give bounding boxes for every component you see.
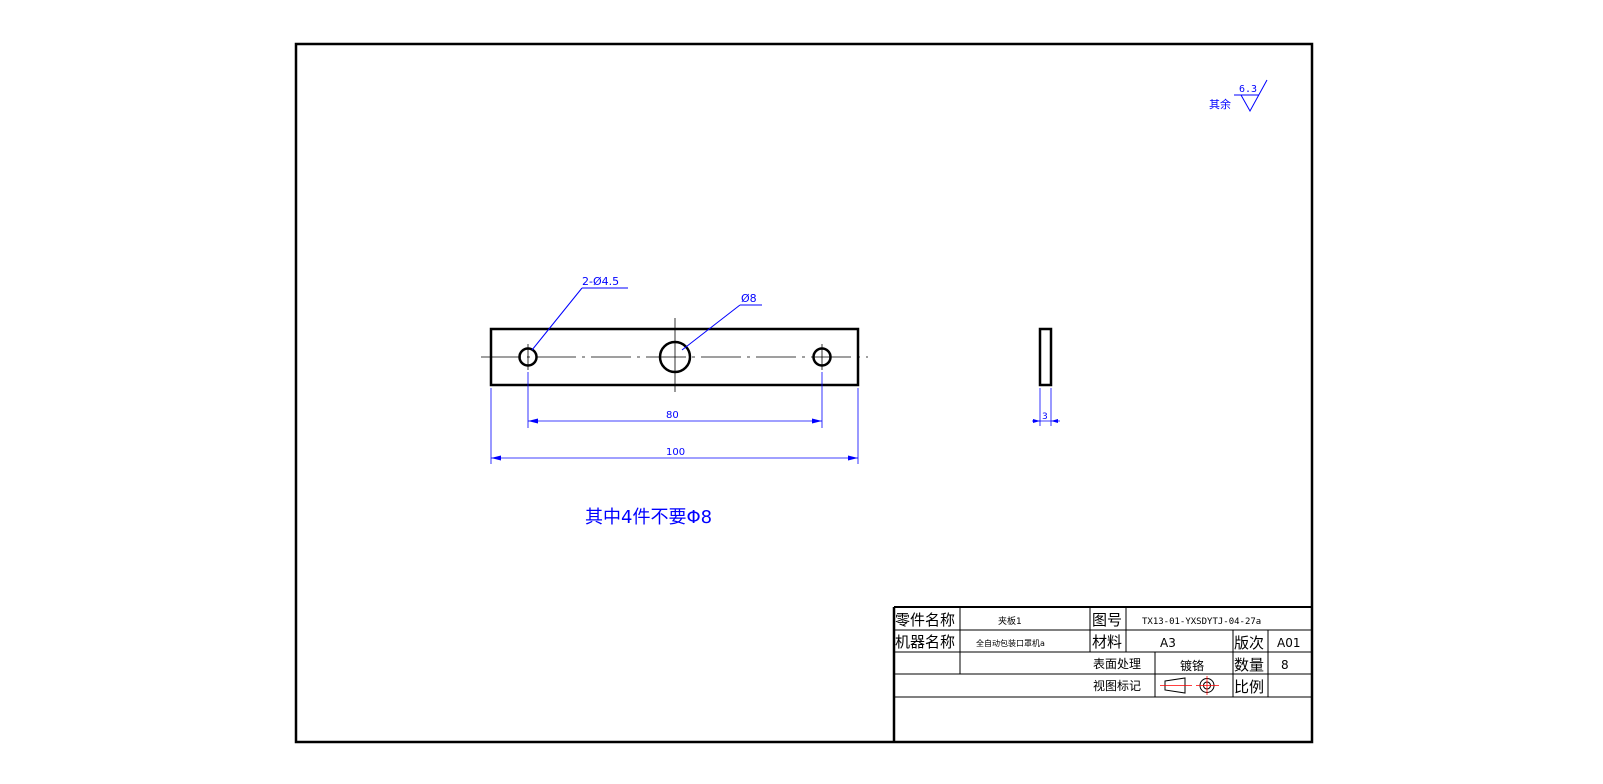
view-mark-label: 视图标记 [1093,678,1141,693]
drawing-no-label: 图号 [1092,611,1122,629]
side-view: 3 [1032,327,1060,426]
drawing-note: 其中4件不要Φ8 [585,507,712,528]
quantity-label: 数量 [1234,656,1264,674]
hole-left [518,347,538,367]
hole-small-callout: 2-Ø4.5 [531,275,628,351]
front-view [481,318,868,392]
hole-spacing-value: 80 [666,410,679,421]
drawing-no-value: TX13-01-YXSDYTJ-04-27a [1142,617,1261,627]
dimension-hole-spacing: 80 [527,372,823,428]
hole-center [658,340,692,374]
projection-symbol-icon [1160,676,1219,695]
machine-name-label: 机器名称 [895,633,955,651]
material-label: 材料 [1092,633,1122,651]
surface-treatment-label: 表面处理 [1093,657,1141,671]
side-plate-outline [1038,327,1053,387]
surface-treatment-value: 镀铬 [1180,658,1204,673]
version-value: A01 [1277,636,1300,650]
dimension-overall-length: 100 [490,388,859,464]
part-name-label: 零件名称 [895,611,955,629]
hole-center-callout: Ø8 [681,292,762,351]
title-block: 零件名称 夹板1 图号 TX13-01-YXSDYTJ-04-27a 机器名称 … [892,606,1312,742]
surface-finish-prefix: 其余 [1209,97,1231,111]
hole-center-label: Ø8 [741,292,757,305]
part-name-value: 夹板1 [998,615,1022,627]
quantity-value: 8 [1281,658,1289,672]
machine-name-value: 全自动包装口罩机a [976,638,1045,648]
version-label: 版次 [1234,634,1264,652]
sheet-border [294,42,1314,744]
surface-finish-symbol: 其余 6.3 [1209,79,1268,113]
hole-small-label: 2-Ø4.5 [582,275,619,288]
scale-label: 比例 [1234,678,1264,696]
hole-right [812,347,832,367]
material-value: A3 [1160,636,1176,650]
surface-finish-value: 6.3 [1239,84,1257,95]
thickness-value: 3 [1042,412,1048,422]
overall-length-value: 100 [666,447,685,458]
